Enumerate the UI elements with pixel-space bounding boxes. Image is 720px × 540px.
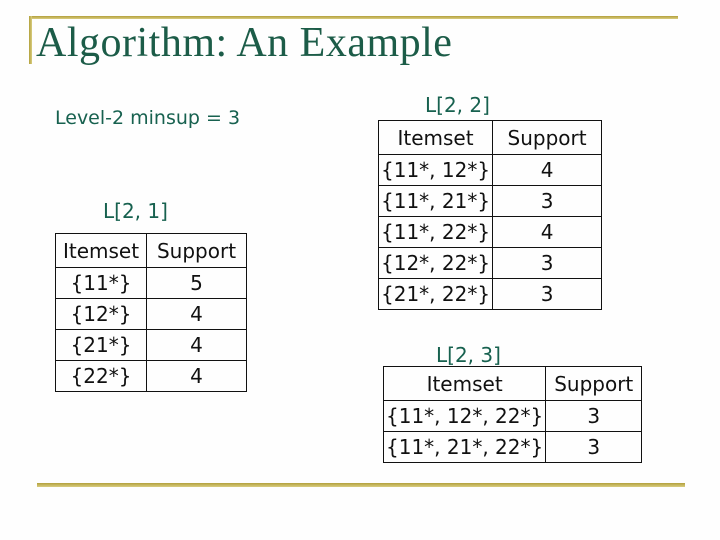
table-row: {21*} 4 xyxy=(55,329,247,361)
itemset-cell: {11*} xyxy=(55,267,147,299)
header-row: Itemset Support xyxy=(382,366,643,401)
table-label-l21: L[2, 1] xyxy=(103,199,168,223)
itemset-cell: {11*, 21*} xyxy=(377,185,494,217)
support-cell: 4 xyxy=(492,216,603,248)
itemset-cell: {21*, 22*} xyxy=(377,278,494,310)
itemset-cell: {12*} xyxy=(55,298,147,330)
support-cell: 4 xyxy=(492,154,603,186)
itemset-cell: {11*, 12*} xyxy=(377,154,494,186)
itemset-cell: {21*} xyxy=(55,329,147,361)
table-row: {11*, 21*, 22*} 3 xyxy=(382,431,643,463)
itemset-column-header: Itemset xyxy=(55,233,147,268)
support-cell: 3 xyxy=(492,278,603,310)
itemset-cell: {11*, 21*, 22*} xyxy=(382,431,547,463)
title-left-tick xyxy=(29,16,32,64)
itemset-column-header: Itemset xyxy=(377,120,494,155)
table-l21: Itemset Support {11*} 5 {12*} 4 {21*} 4 … xyxy=(55,233,247,392)
table-l23: Itemset Support {11*, 12*, 22*} 3 {11*, … xyxy=(382,366,643,463)
table-row: {11*} 5 xyxy=(55,267,247,299)
table-row: {11*, 12*, 22*} 3 xyxy=(382,400,643,432)
itemset-column-header: Itemset xyxy=(382,366,547,401)
header-row: Itemset Support xyxy=(55,233,247,268)
table-label-l23: L[2, 3] xyxy=(436,343,501,367)
table-row: {22*} 4 xyxy=(55,360,247,392)
itemset-cell: {11*, 12*, 22*} xyxy=(382,400,547,432)
table-row: {11*, 12*} 4 xyxy=(377,154,603,186)
support-column-header: Support xyxy=(146,233,247,268)
minsup-note: Level-2 minsup = 3 xyxy=(55,107,241,129)
support-cell: 4 xyxy=(146,329,247,361)
support-column-header: Support xyxy=(545,366,643,401)
bottom-border-line xyxy=(37,483,685,487)
support-cell: 3 xyxy=(545,400,643,432)
itemset-cell: {11*, 22*} xyxy=(377,216,494,248)
table-row: {12*} 4 xyxy=(55,298,247,330)
itemset-cell: {12*, 22*} xyxy=(377,247,494,279)
top-border-line xyxy=(30,16,678,19)
support-cell: 3 xyxy=(545,431,643,463)
support-column-header: Support xyxy=(492,120,603,155)
table-row: {12*, 22*} 3 xyxy=(377,247,603,279)
table-row: {21*, 22*} 3 xyxy=(377,278,603,310)
support-cell: 4 xyxy=(146,360,247,392)
support-cell: 3 xyxy=(492,247,603,279)
header-row: Itemset Support xyxy=(377,120,603,155)
slide-title: Algorithm: An Example xyxy=(36,20,453,66)
support-cell: 5 xyxy=(146,267,247,299)
support-cell: 4 xyxy=(146,298,247,330)
table-label-l22: L[2, 2] xyxy=(425,93,490,117)
table-row: {11*, 21*} 3 xyxy=(377,185,603,217)
support-cell: 3 xyxy=(492,185,603,217)
table-l22: Itemset Support {11*, 12*} 4 {11*, 21*} … xyxy=(377,120,603,310)
itemset-cell: {22*} xyxy=(55,360,147,392)
table-row: {11*, 22*} 4 xyxy=(377,216,603,248)
